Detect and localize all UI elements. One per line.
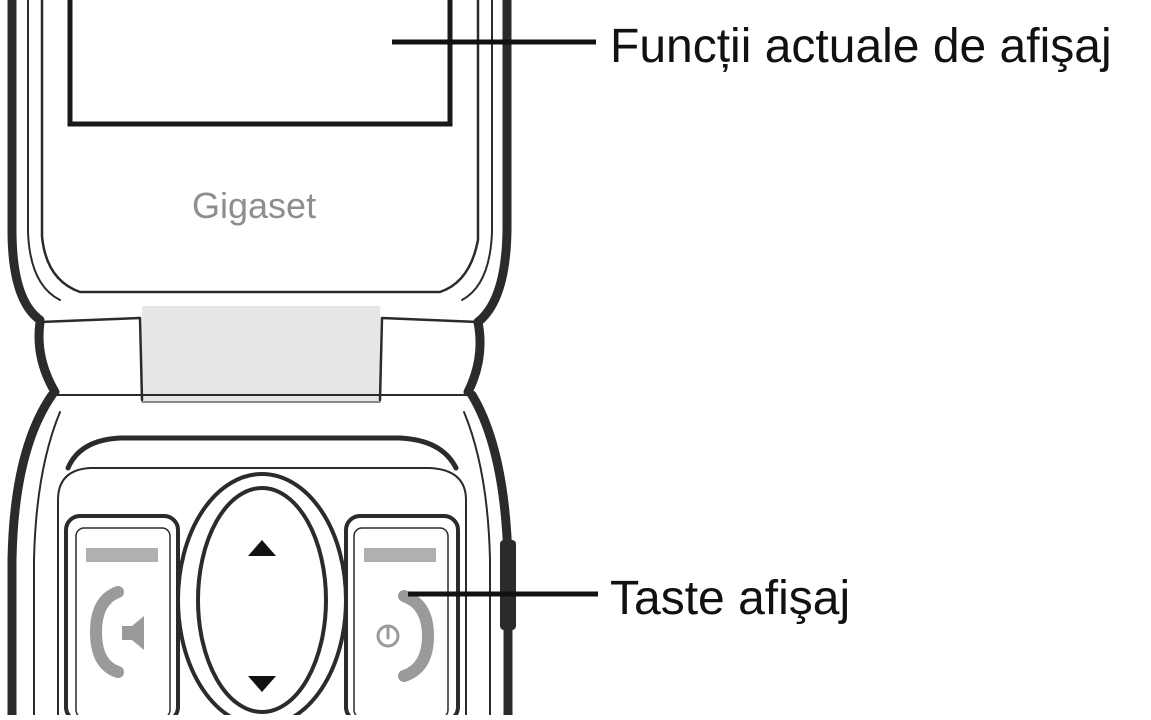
triangle-down-icon[interactable] xyxy=(248,676,276,692)
phone-end-power-icon xyxy=(376,590,435,682)
left-display-key[interactable] xyxy=(64,514,180,720)
left-key-bar xyxy=(86,548,158,562)
navigation-key[interactable] xyxy=(176,472,348,720)
callout-display-functions: Funcții actuale de afişaj xyxy=(610,20,1112,73)
phone-hinge xyxy=(34,306,485,403)
phone-speaker-icon xyxy=(89,586,144,678)
right-key-bar xyxy=(364,548,436,562)
triangle-up-icon[interactable] xyxy=(248,540,276,556)
callout-display-keys: Taste afişaj xyxy=(610,572,850,625)
brand-logo: Gigaset xyxy=(192,185,316,226)
phone-upper-flip xyxy=(7,0,512,327)
phone-lower-body xyxy=(7,390,516,720)
phone-display xyxy=(67,0,453,127)
right-display-key[interactable] xyxy=(344,514,460,720)
